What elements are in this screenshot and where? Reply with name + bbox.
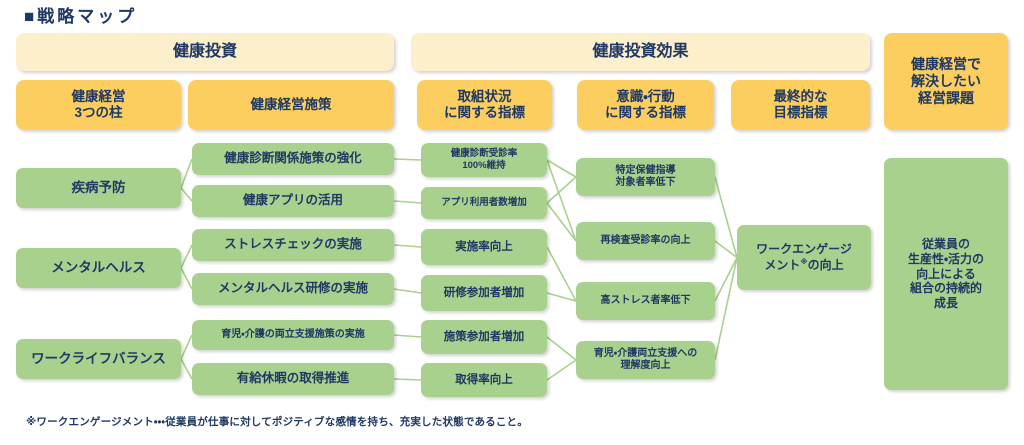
pillar-mental-health[interactable]: メンタルヘルス (16, 248, 181, 288)
measure-paid-leave[interactable]: 有給休暇の取得推進 (192, 363, 394, 395)
connector-paid-leave-to-acquire-rate (393, 378, 422, 381)
header-status-indicators: 取組状況 に関する指標 (417, 80, 552, 130)
indicator-childcare-awareness[interactable]: 育児・介護両立支援への 理解度向上 (576, 341, 715, 379)
work-engagement-footnote-mark: ※ (800, 257, 808, 266)
measure-health-app[interactable]: 健康アプリの活用 (192, 185, 394, 217)
connector-mental-health-to-stress-check (180, 244, 193, 269)
band-health-investment-effect: 健康投資効果 (411, 33, 870, 71)
connector-specific-guidance-to-work-engagement (714, 176, 738, 258)
indicator-specific-guidance[interactable]: 特定保健指導 対象者率低下 (576, 158, 715, 196)
indicator-training-participants[interactable]: 研修参加者増加 (421, 275, 547, 311)
connector-checkup-rate-to-reexam-rate (546, 159, 577, 242)
header-health-measures: 健康経営施策 (188, 80, 394, 130)
management-issue-sustainable-growth[interactable]: 従業員の 生産性・活力の 向上による 組合の持続的 成長 (884, 158, 1008, 390)
measure-childcare-support[interactable]: 育児・介護の両立支援施策の実施 (192, 320, 394, 350)
work-engagement-text-after: の向上 (807, 258, 844, 272)
work-engagement-label: ワークエンゲージ メント※の向上 (756, 242, 852, 272)
indicator-reexam-rate[interactable]: 再検査受診率の向上 (576, 222, 715, 260)
connector-training-part-to-high-stress (546, 292, 577, 302)
connector-app-users-to-reexam-rate (546, 202, 577, 242)
connector-acquire-rate-to-childcare-aware (546, 359, 577, 381)
connector-checkup-strengthen-to-checkup-rate (393, 158, 422, 161)
indicator-implement-rate[interactable]: 実施率向上 (421, 229, 547, 265)
connector-high-stress-to-work-engagement (714, 257, 738, 302)
final-indicator-work-engagement[interactable]: ワークエンゲージ メント※の向上 (737, 225, 871, 290)
indicator-acquisition-rate[interactable]: 取得率向上 (421, 363, 547, 397)
connector-work-life-balance-to-childcare-support (180, 334, 193, 360)
connector-work-life-balance-to-paid-leave (180, 358, 193, 380)
indicator-high-stress-rate[interactable]: 高ストレス者率低下 (576, 282, 715, 320)
connector-childcare-support-to-measure-part (393, 334, 422, 338)
connector-stress-check-to-implement-rate (393, 244, 422, 248)
footnote-work-engagement: ※ワークエンゲージメント・・・従業員が仕事に対してポジティブな感情を持ち、充実し… (26, 416, 528, 428)
measure-checkup-strengthen[interactable]: 健康診断関係施策の強化 (192, 143, 394, 175)
header-behavior-indicators: 意識・行動 に関する指標 (577, 80, 714, 130)
work-engagement-text-before: ワークエンゲージ メント (756, 242, 852, 272)
band-health-investment: 健康投資 (16, 33, 394, 71)
measure-stress-check[interactable]: ストレスチェックの実施 (192, 229, 394, 261)
connector-implement-rate-to-high-stress (546, 246, 577, 302)
pillar-work-life-balance[interactable]: ワークライフバランス (16, 339, 181, 379)
connector-checkup-rate-to-specific-guidance (546, 159, 577, 178)
connector-childcare-aware-to-work-engagement (714, 257, 738, 361)
header-final-indicators: 最終的な 目標指標 (731, 80, 870, 130)
connector-mental-training-to-training-part (393, 288, 422, 294)
connector-disease-prevention-to-health-app (180, 187, 193, 202)
header-management-issues: 健康経営で 解決したい 経営課題 (884, 33, 1008, 130)
header-three-pillars: 健康経営 3つの柱 (16, 80, 181, 130)
connector-reexam-rate-to-work-engagement (714, 240, 738, 259)
indicator-app-users[interactable]: アプリ利用者数増加 (421, 187, 547, 219)
connector-app-users-to-specific-guidance (546, 176, 577, 204)
connector-health-app-to-app-users (393, 200, 422, 204)
connector-mental-health-to-mental-training (180, 267, 193, 290)
connector-measure-part-to-childcare-aware (546, 336, 577, 361)
measure-mental-training[interactable]: メンタルヘルス研修の実施 (192, 273, 394, 305)
connector-disease-prevention-to-checkup-strengthen (180, 158, 193, 189)
indicator-checkup-rate[interactable]: 健康診断受診率 100%維持 (421, 143, 547, 177)
indicator-measure-participants[interactable]: 施策参加者増加 (421, 320, 547, 354)
page-title: ■戦略マップ (24, 7, 138, 26)
pillar-disease-prevention[interactable]: 疾病予防 (16, 168, 181, 208)
